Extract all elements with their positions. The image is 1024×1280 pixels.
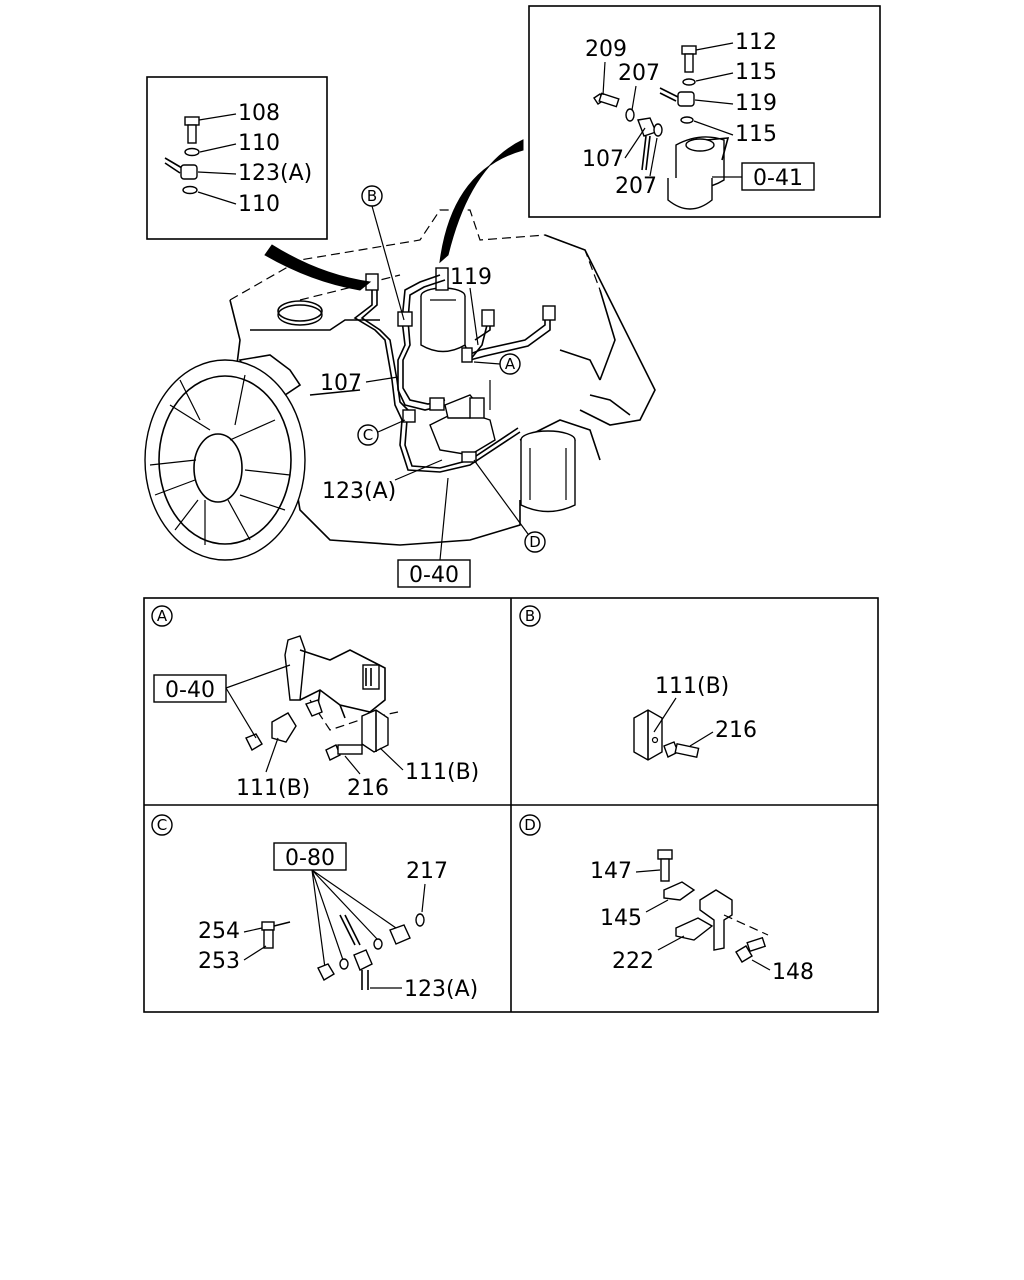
ref-box-panel-c-text: 0-80 (285, 846, 335, 871)
callout-marker-d-text: D (529, 533, 541, 551)
panel-a-marker: A (157, 607, 168, 625)
panel-d-label-3: 222 (612, 949, 654, 974)
inset-left-label-4: 110 (238, 192, 280, 217)
ref-box-panel-a-text: 0-40 (165, 678, 215, 703)
ref-box-inset (741, 162, 815, 191)
panel-a-label-3: 111(B) (405, 760, 479, 785)
detail-grid (143, 597, 879, 1013)
panel-d-label-4: 148 (772, 960, 814, 985)
callout-marker-b-text: B (367, 187, 377, 205)
inset-left-label-1: 108 (238, 101, 280, 126)
panel-c-marker: C (157, 816, 167, 834)
panel-b-label-2: 216 (715, 718, 757, 743)
panel-d-marker: D (524, 816, 536, 834)
panel-c-label-1: 217 (406, 859, 448, 884)
panel-a: A 0-40 111(B) 216 111(B) (151, 605, 479, 801)
inset-left-label-3: 123(A) (238, 161, 312, 186)
panel-d: D 147 145 222 148 (519, 814, 814, 985)
inset-right-label-1: 209 (585, 37, 627, 62)
inset-right-label-6: 115 (735, 122, 777, 147)
panel-a-label-2: 216 (347, 776, 389, 801)
inset-right-label-3: 112 (735, 30, 777, 55)
inset-right-label-7: 107 (582, 147, 624, 172)
ref-box-main-text: 0-40 (409, 563, 459, 588)
panel-d-label-2: 145 (600, 906, 642, 931)
inset-right-label-8: 207 (615, 174, 657, 199)
panel-c-label-2: 254 (198, 919, 240, 944)
callout-marker-d (524, 531, 546, 553)
ref-box-panel-c (273, 842, 347, 871)
inset-right-label-5: 119 (735, 91, 777, 116)
filter-ref-label: 119 (450, 265, 492, 290)
callout-marker-c-text: C (363, 426, 373, 444)
main-callouts: B 119 A 107 C 123(A) D 0-40 (320, 185, 546, 588)
panel-c: C 0-80 217 254 253 123(A) (151, 814, 478, 1002)
eyebolt-ref-label: 123(A) (322, 479, 396, 504)
panel-a-label-1: 111(B) (236, 776, 310, 801)
inset-right-label-2: 207 (618, 61, 660, 86)
panel-b-marker: B (525, 607, 535, 625)
engine-illustration (144, 139, 656, 561)
inset-left-label-2: 110 (238, 131, 280, 156)
callout-marker-a-text: A (505, 355, 516, 373)
panel-d-label-1: 147 (590, 859, 632, 884)
panel-c-label-3: 253 (198, 949, 240, 974)
panel-b: B 111(B) 216 (519, 605, 757, 761)
ref-box-main (397, 559, 471, 588)
inset-right: 209 207 112 115 119 115 107 207 0-41 (528, 5, 881, 218)
pipe-ref-label: 107 (320, 371, 362, 396)
inset-right-label-4: 115 (735, 60, 777, 85)
ref-box-inset-text: 0-41 (753, 166, 803, 191)
ref-box-panel-a (153, 674, 227, 703)
panel-b-label-1: 111(B) (655, 674, 729, 699)
callout-marker-c (357, 424, 379, 446)
panel-c-label-4: 123(A) (404, 977, 478, 1002)
inset-left: 108 110 123(A) 110 (146, 76, 328, 240)
